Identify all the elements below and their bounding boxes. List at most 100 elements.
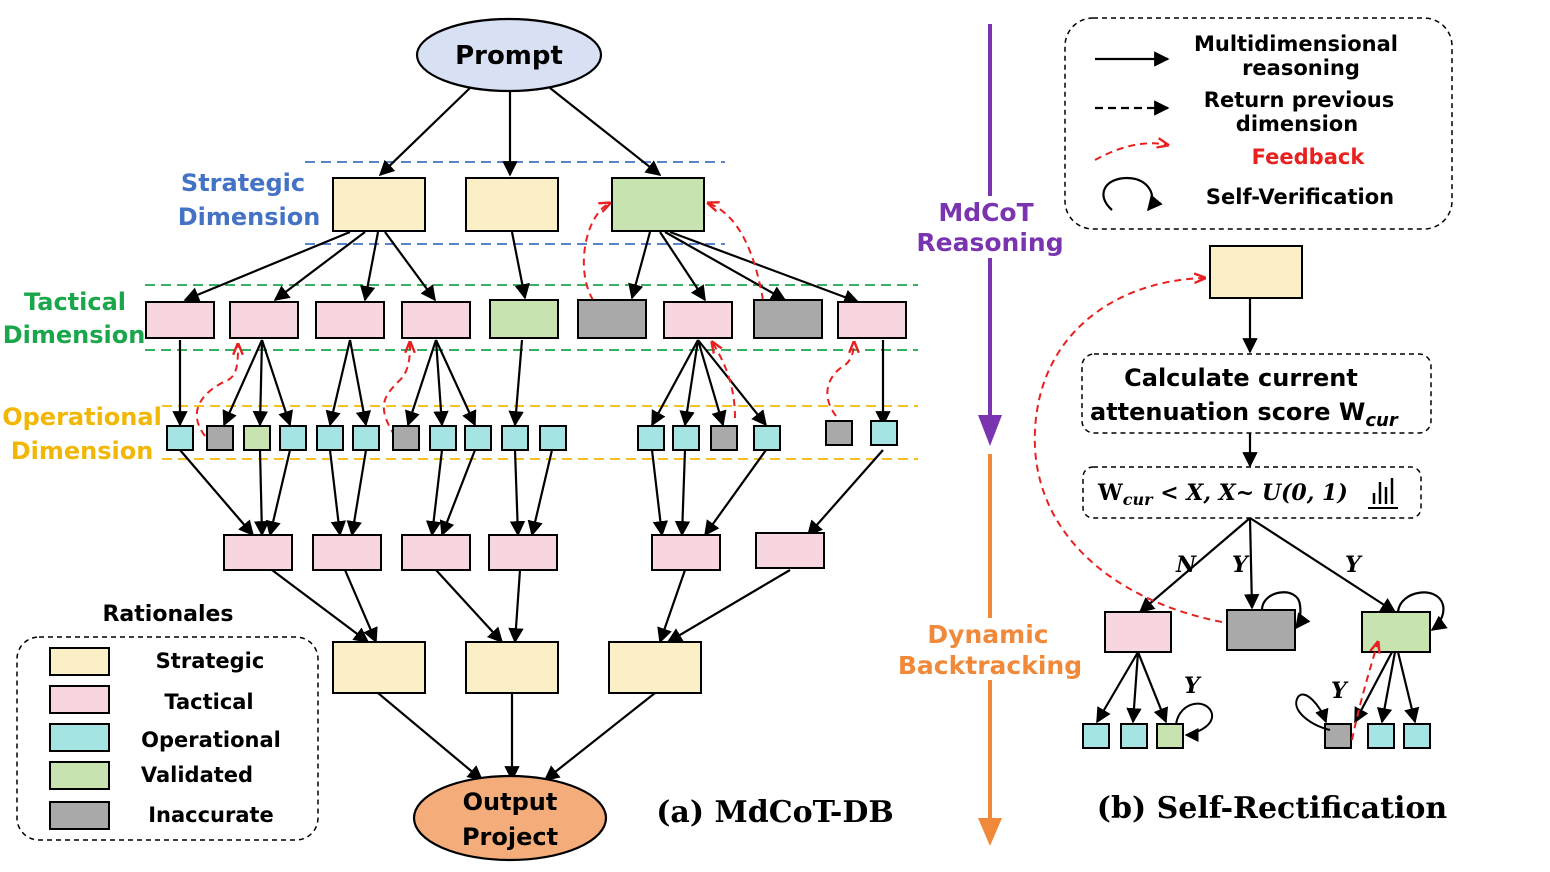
sr-operational-node <box>1082 723 1110 749</box>
legend-label-operational: Operational <box>141 728 281 752</box>
sr-strategic-node <box>1209 245 1303 299</box>
inaccurate-operational-node <box>206 425 234 451</box>
operational-node <box>753 425 781 451</box>
axis-backtracking-1: Dynamic <box>927 620 1048 649</box>
output-node: Output Project <box>412 774 608 862</box>
legend-label-tactical: Tactical <box>164 690 253 714</box>
operational-node <box>870 420 898 446</box>
strategic-node <box>465 641 559 694</box>
operational-node <box>464 425 492 451</box>
strategic-label-2: Dimension <box>178 203 321 231</box>
self-verification-icon <box>1102 176 1163 212</box>
sr-operational-node <box>1367 723 1395 749</box>
branch-label-y-right: Y <box>1345 552 1363 578</box>
output-label-1: Output <box>463 788 558 816</box>
tactical-node <box>488 534 558 571</box>
inaccurate-operational-node <box>710 425 738 451</box>
mdcot-axis: MdCoT Reasoning Dynamic Backtracking <box>892 24 1092 846</box>
operational-node <box>316 425 344 451</box>
self-rectification: Calculate current attenuation score Wcur… <box>1033 245 1448 749</box>
inaccurate-tactical-node <box>753 299 823 339</box>
operational-node <box>637 425 665 451</box>
legend-swatch-validated <box>49 761 110 790</box>
output-label-2: Project <box>462 823 558 851</box>
inaccurate-operational-node <box>392 425 420 451</box>
legend-multi-1: Multidimensional <box>1194 32 1398 56</box>
prompt-label: Prompt <box>455 41 563 71</box>
legend-swatch-strategic <box>49 647 110 676</box>
tactical-row <box>145 299 907 339</box>
self-verification-loop <box>1396 591 1448 631</box>
caption-left: (a) MdCoT-DB <box>656 795 894 830</box>
orange-arrowhead <box>978 818 1002 846</box>
purple-arrowhead <box>978 415 1002 446</box>
tactical-node <box>663 301 733 339</box>
axis-backtracking-2: Backtracking <box>898 651 1082 680</box>
legend-label-strategic: Strategic <box>156 649 265 673</box>
prompt-node: Prompt <box>415 17 603 93</box>
calc-line-2: attenuation score Wcur <box>1090 398 1399 431</box>
inaccurate-tactical-node <box>577 299 647 339</box>
sr-validated-node <box>1361 611 1431 653</box>
reasoning-arrows <box>172 87 891 782</box>
tactical-node <box>837 301 907 339</box>
branch-label-y-middle: Y <box>1232 552 1250 578</box>
strategic-node <box>465 177 559 232</box>
legend-feedback: Feedback <box>1252 145 1366 169</box>
feedback-arrows-left <box>195 203 854 437</box>
operational-node <box>539 425 567 451</box>
strategic-node <box>332 177 426 232</box>
legend-title: Rationales <box>102 602 233 627</box>
strategic-node <box>332 641 426 694</box>
tactical-node <box>145 301 215 339</box>
dimension-labels: Strategic Dimension Tactical Dimension O… <box>2 169 320 465</box>
operational-node <box>352 425 380 451</box>
self-verification-loop <box>1260 591 1311 630</box>
inaccurate-operational-node <box>825 420 853 446</box>
strategic-label-1: Strategic <box>181 169 305 197</box>
validated-strategic-node <box>611 177 705 232</box>
validated-operational-node <box>243 425 271 451</box>
strategic-node <box>608 641 702 694</box>
sr-operational-node <box>1403 723 1431 749</box>
legend-label-inaccurate: Inaccurate <box>148 803 274 827</box>
tactical-node <box>401 534 471 571</box>
legend-multi-2: reasoning <box>1242 56 1360 80</box>
sr-operational-node <box>1120 723 1148 749</box>
sr-feedback-arrow <box>1351 642 1378 741</box>
sr-tactical-node <box>1104 611 1172 653</box>
operational-row <box>166 420 898 451</box>
operational-node <box>279 425 307 451</box>
sr-validated-operational-node <box>1156 723 1184 749</box>
operational-label-2: Dimension <box>11 437 154 465</box>
tactical-label-1: Tactical <box>24 288 126 316</box>
operational-label-1: Operational <box>2 403 162 431</box>
axis-reasoning-1: MdCoT <box>938 198 1033 227</box>
operational-node <box>429 425 457 451</box>
strategic-row-1 <box>332 177 705 232</box>
condition-text: Wcur < X, X~ U(0, 1) <box>1097 480 1348 509</box>
arrow-legend: Multidimensional reasoning Return previo… <box>1064 17 1453 230</box>
leaf-label-y-left: Y <box>1184 673 1202 699</box>
validated-tactical-node <box>489 299 559 339</box>
tactical-label-2: Dimension <box>3 321 146 349</box>
caption-right: (b) Self-Rectification <box>1097 791 1448 826</box>
branch-label-n: N <box>1175 552 1197 578</box>
leaf-label-y-right: Y <box>1331 678 1349 704</box>
legend-swatch-tactical <box>49 685 110 714</box>
tactical-node <box>223 534 293 571</box>
legend-swatch-operational <box>49 723 110 752</box>
operational-node <box>672 425 700 451</box>
legend-feedback-arrow <box>1094 143 1168 161</box>
calc-line-1: Calculate current <box>1124 364 1358 392</box>
sr-inaccurate-operational-node <box>1324 723 1352 749</box>
legend-return-1: Return previous <box>1204 88 1394 112</box>
tactical-node <box>229 301 299 339</box>
legend-label-validated: Validated <box>141 763 253 787</box>
calc-box <box>1081 353 1432 434</box>
self-verification-loop <box>1295 693 1331 731</box>
sr-feedback-arrow <box>1033 278 1223 623</box>
tactical-row-2 <box>223 532 825 571</box>
legend-self-verification: Self-Verification <box>1206 185 1394 209</box>
